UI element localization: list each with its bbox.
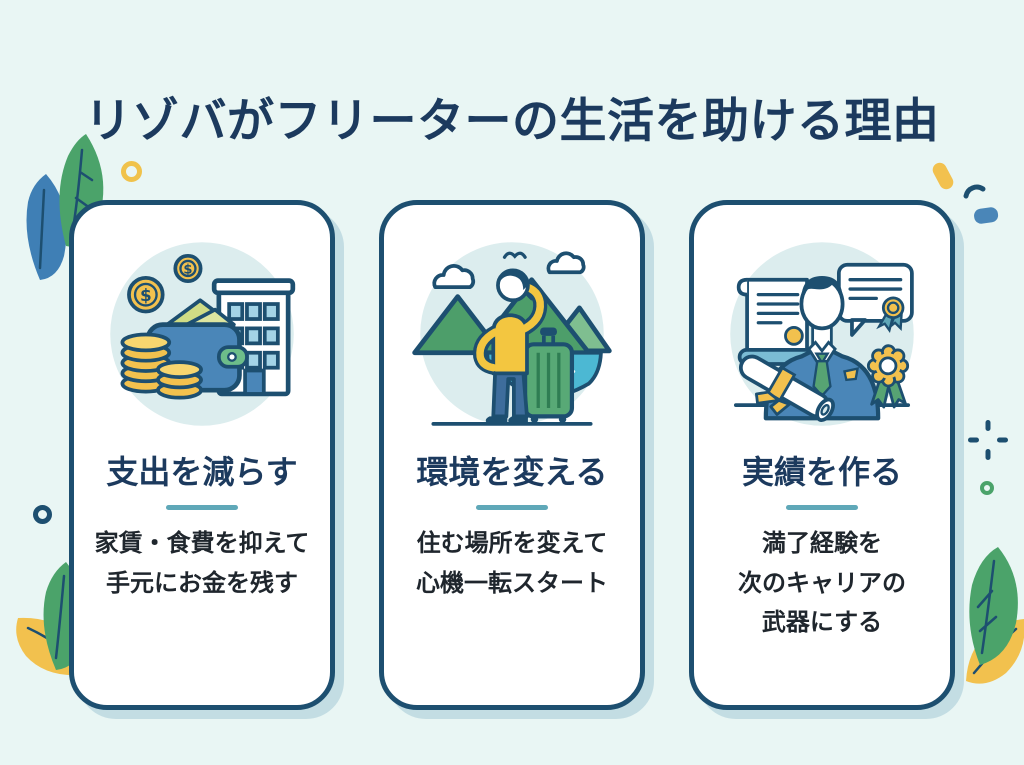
cards-row: $ $ 支出を減らす 家賃・食費を抑えて 手元にお金を残す — [0, 200, 1024, 710]
card-build-track-record: 実績を作る 満了経験を 次のキャリアの 武器にする — [689, 200, 955, 710]
yellow-ring-decoration — [121, 161, 142, 182]
rosette-medal — [866, 344, 910, 409]
body-line: 次のキャリアの — [738, 569, 906, 597]
card-divider — [166, 505, 238, 511]
person — [472, 268, 548, 423]
body-line: 手元にお金を残す — [106, 569, 298, 597]
card-title: 支出を減らす — [106, 454, 298, 490]
yellow-dash — [932, 162, 954, 190]
body-line: 満了経験を — [762, 530, 882, 558]
wallet-coins-building-illustration: $ $ — [99, 231, 305, 437]
card-reduce-expenses: $ $ 支出を減らす 家賃・食費を抑えて 手元にお金を残す — [69, 200, 335, 710]
navy-sparkle-decoration — [968, 420, 1008, 460]
svg-text:$: $ — [140, 285, 152, 305]
card-title: 実績を作る — [741, 454, 902, 490]
blue-blob — [974, 207, 999, 224]
card-body: 家賃・食費を抑えて 手元にお金を残す — [95, 524, 310, 603]
navy-ring-decoration — [33, 505, 52, 524]
person-viewing-mountains-sea-suitcase-illustration — [409, 231, 615, 437]
leaf-decoration-bottom-right — [966, 547, 1024, 684]
card-title: 環境を変える — [416, 454, 608, 490]
speech-bubble-certificate — [836, 262, 914, 337]
rolled-diploma — [738, 354, 835, 422]
card-change-environment: 環境を変える 住む場所を変えて 心機一転スタート — [379, 200, 645, 710]
bird-icon — [502, 251, 527, 259]
confetti-decoration-top-right — [932, 162, 999, 224]
card-body: 住む場所を変えて 心機一転スタート — [416, 524, 608, 603]
navy-arc — [963, 184, 986, 199]
body-line: 武器にする — [761, 609, 883, 637]
card-body: 満了経験を 次のキャリアの 武器にする — [738, 524, 906, 643]
body-line: 家賃・食費を抑えて — [94, 530, 310, 558]
page-title: リゾバがフリーターの生活を助ける理由 — [84, 94, 940, 147]
body-line: 心機一転スタート — [416, 569, 608, 597]
card-divider — [786, 505, 858, 511]
svg-text:$: $ — [183, 263, 192, 278]
card-divider — [476, 505, 548, 511]
body-line: 住む場所を変えて — [416, 530, 608, 558]
green-ring-decoration — [980, 481, 994, 495]
businessman-certificates-illustration — [719, 231, 925, 437]
dollar-coin-icon: $ $ — [127, 253, 203, 314]
